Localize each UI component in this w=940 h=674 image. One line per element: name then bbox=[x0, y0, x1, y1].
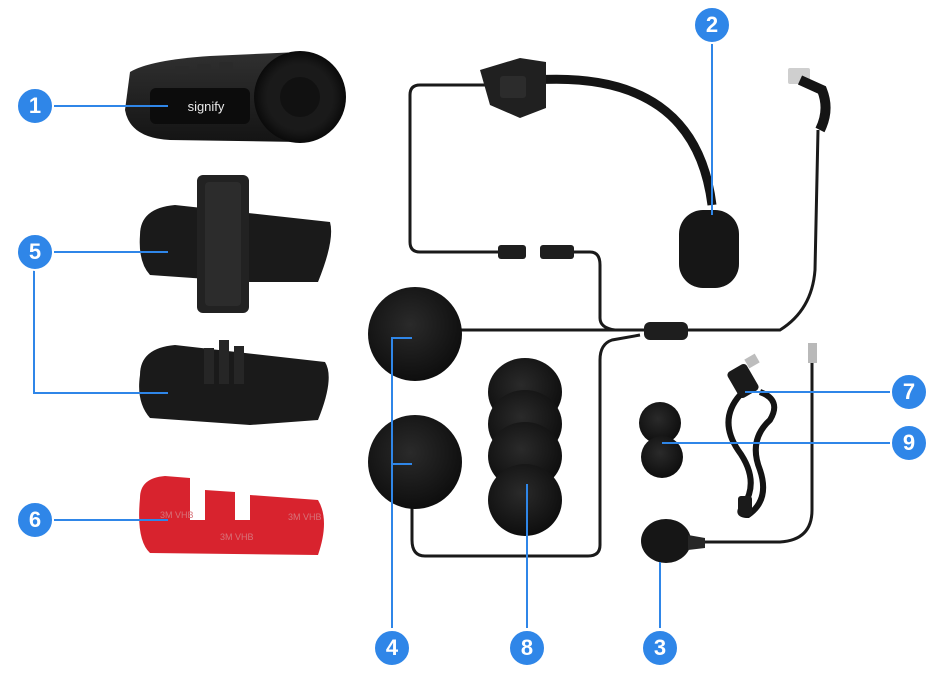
callout-3-badge: 3 bbox=[641, 629, 679, 667]
wired-microphone bbox=[641, 343, 817, 563]
adhesive-tape: 3M VHB 3M VHB 3M VHB bbox=[139, 476, 324, 555]
boom-gooseneck bbox=[534, 74, 717, 206]
mic-foam-covers bbox=[639, 402, 683, 478]
tape-print: 3M VHB bbox=[160, 510, 194, 520]
mounting-clamp-bottom bbox=[139, 340, 329, 425]
leader-5 bbox=[33, 252, 168, 394]
callout-9-badge: 9 bbox=[890, 424, 928, 462]
unit-button bbox=[197, 64, 211, 72]
callout-6-badge: 6 bbox=[16, 501, 54, 539]
callout-7-badge: 7 bbox=[890, 373, 928, 411]
callout-5-badge: 5 bbox=[16, 233, 54, 271]
unit-button bbox=[175, 66, 189, 74]
mounting-clamp-top bbox=[139, 175, 332, 313]
cables bbox=[408, 83, 820, 558]
micro-usb-connector bbox=[788, 68, 831, 133]
speaker-bottom bbox=[368, 415, 462, 509]
callout-4-badge: 4 bbox=[373, 629, 411, 667]
velcro-pads bbox=[488, 358, 562, 536]
speaker-top bbox=[368, 287, 462, 381]
boom-microphone bbox=[480, 58, 739, 288]
callout-2-badge: 2 bbox=[693, 6, 731, 44]
intercom-unit: signify bbox=[125, 51, 346, 143]
brand-logo: signify bbox=[188, 99, 225, 114]
callout-1-badge: 1 bbox=[16, 87, 54, 125]
callout-leaders bbox=[33, 44, 890, 628]
unit-button bbox=[219, 62, 233, 70]
callout-8-badge: 8 bbox=[508, 629, 546, 667]
leader-4 bbox=[391, 337, 412, 628]
tape-print: 3M VHB bbox=[220, 532, 254, 542]
tape-print: 3M VHB bbox=[288, 512, 322, 522]
cable-splitter bbox=[644, 322, 688, 340]
cable-jack bbox=[540, 245, 574, 259]
usb-cable bbox=[725, 353, 778, 519]
cable-plug bbox=[498, 245, 526, 259]
